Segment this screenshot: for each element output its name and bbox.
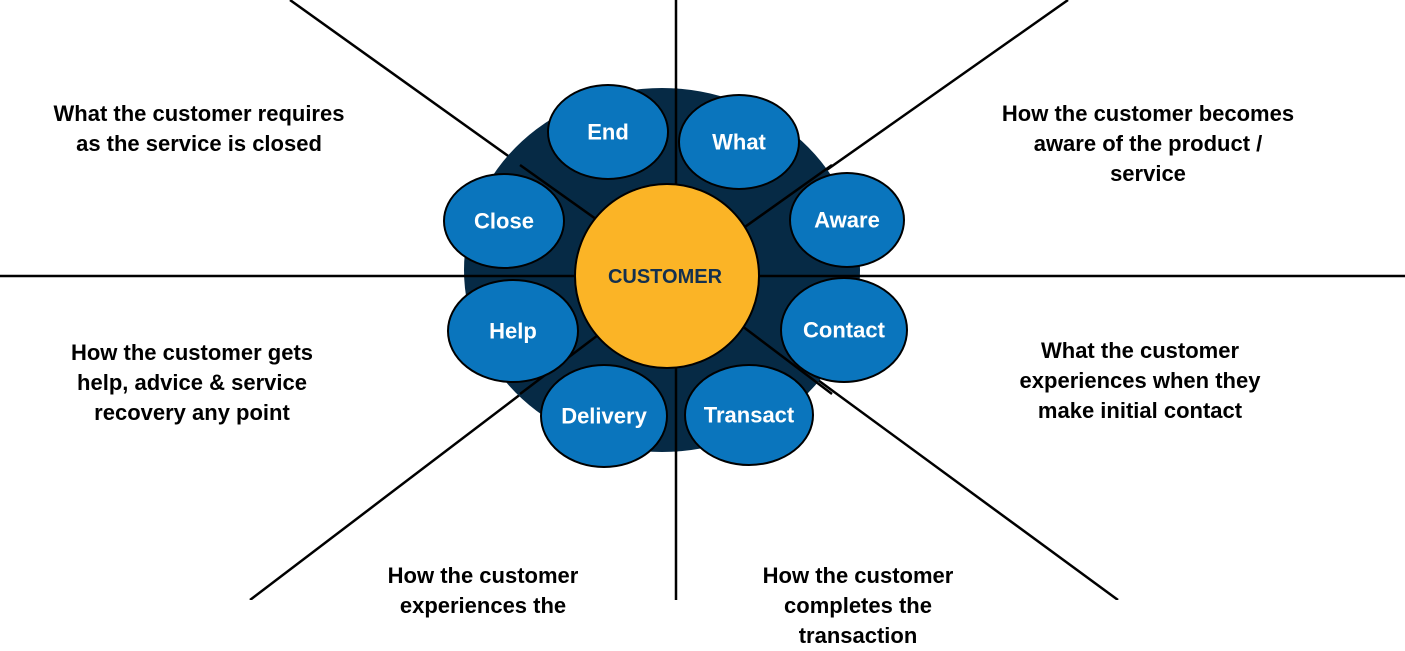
- description-transact: How the customer completes the transacti…: [762, 563, 954, 648]
- description-aware: How the customer becomes aware of the pr…: [1001, 101, 1295, 186]
- stage-what-label: What: [712, 130, 766, 155]
- stage-end-label: End: [587, 120, 629, 145]
- description-delivery: How the customer experiences the: [387, 563, 579, 618]
- center-customer: CUSTOMER: [574, 183, 760, 369]
- stage-end: End: [547, 84, 669, 180]
- customer-journey-diagram: End What Aware Contact Transact Delivery…: [0, 0, 1405, 600]
- center-customer-label: CUSTOMER: [608, 266, 723, 288]
- stage-delivery-label: Delivery: [561, 404, 647, 429]
- stage-transact-label: Transact: [704, 403, 795, 428]
- stage-delivery: Delivery: [540, 364, 668, 468]
- stage-aware-label: Aware: [814, 208, 880, 233]
- description-help: How the customer gets help, advice & ser…: [70, 340, 314, 425]
- stage-help: Help: [447, 279, 579, 383]
- stage-what: What: [678, 94, 800, 190]
- stage-transact: Transact: [684, 364, 814, 466]
- stage-contact: Contact: [780, 277, 908, 383]
- stage-aware: Aware: [789, 172, 905, 268]
- stage-help-label: Help: [489, 319, 537, 344]
- stage-close-label: Close: [474, 209, 534, 234]
- stage-contact-label: Contact: [803, 318, 886, 343]
- stage-close: Close: [443, 173, 565, 269]
- description-contact: What the customer experiences when they …: [1019, 338, 1261, 423]
- description-close: What the customer requires as the servic…: [53, 101, 345, 156]
